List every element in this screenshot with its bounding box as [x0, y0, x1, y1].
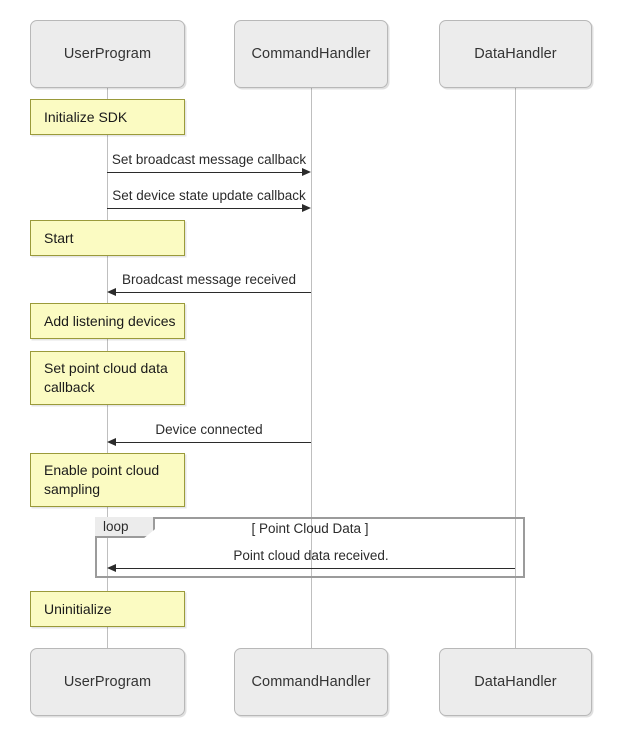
participant-header-userprogram-label: UserProgram [63, 46, 152, 62]
participant-footer-commandhandler[interactable]: CommandHandler [234, 648, 388, 716]
participant-footer-datahandler-label: DataHandler [474, 674, 557, 690]
message-line-set-broadcast-message-callback [107, 172, 303, 173]
action-set-point-cloud-data-callback[interactable]: Set point cloud data callback [30, 351, 185, 405]
lifeline-datahandler [515, 88, 516, 648]
action-uninitialize[interactable]: Uninitialize [30, 591, 185, 627]
participant-footer-userprogram[interactable]: UserProgram [30, 648, 185, 716]
action-start[interactable]: Start [30, 220, 185, 256]
participant-footer-commandhandler-label: CommandHandler [251, 674, 371, 690]
message-label-device-connected: Device connected [155, 422, 263, 437]
message-arrowhead-device-connected [107, 438, 116, 446]
participant-footer-datahandler[interactable]: DataHandler [439, 648, 592, 716]
action-add-listening-devices[interactable]: Add listening devices [30, 303, 185, 339]
message-arrowhead-set-device-state-update-callback [302, 204, 311, 212]
participant-header-datahandler-label: DataHandler [474, 46, 557, 62]
message-arrowhead-set-broadcast-message-callback [302, 168, 311, 176]
fragment-loop-tag: loop [95, 517, 155, 538]
message-arrowhead-point-cloud-data-received [107, 564, 116, 572]
fragment-loop-condition: [ Point Cloud Data ] [251, 521, 369, 536]
message-label-set-device-state-update-callback: Set device state update callback [112, 188, 306, 203]
participant-header-datahandler[interactable]: DataHandler [439, 20, 592, 88]
action-initialize-sdk[interactable]: Initialize SDK [30, 99, 185, 135]
message-label-point-cloud-data-received: Point cloud data received. [233, 548, 389, 563]
message-line-point-cloud-data-received [115, 568, 515, 569]
participant-header-commandhandler-label: CommandHandler [251, 46, 371, 62]
message-line-device-connected [115, 442, 311, 443]
message-label-broadcast-message-received: Broadcast message received [121, 272, 297, 287]
message-arrowhead-broadcast-message-received [107, 288, 116, 296]
message-line-broadcast-message-received [115, 292, 311, 293]
participant-header-commandhandler[interactable]: CommandHandler [234, 20, 388, 88]
message-line-set-device-state-update-callback [107, 208, 303, 209]
participant-header-userprogram[interactable]: UserProgram [30, 20, 185, 88]
action-enable-point-cloud-sampling[interactable]: Enable point cloud sampling [30, 453, 185, 507]
participant-footer-userprogram-label: UserProgram [63, 674, 152, 690]
message-label-set-broadcast-message-callback: Set broadcast message callback [111, 152, 307, 167]
fragment-loop[interactable] [95, 517, 525, 578]
lifeline-commandhandler [311, 88, 312, 648]
